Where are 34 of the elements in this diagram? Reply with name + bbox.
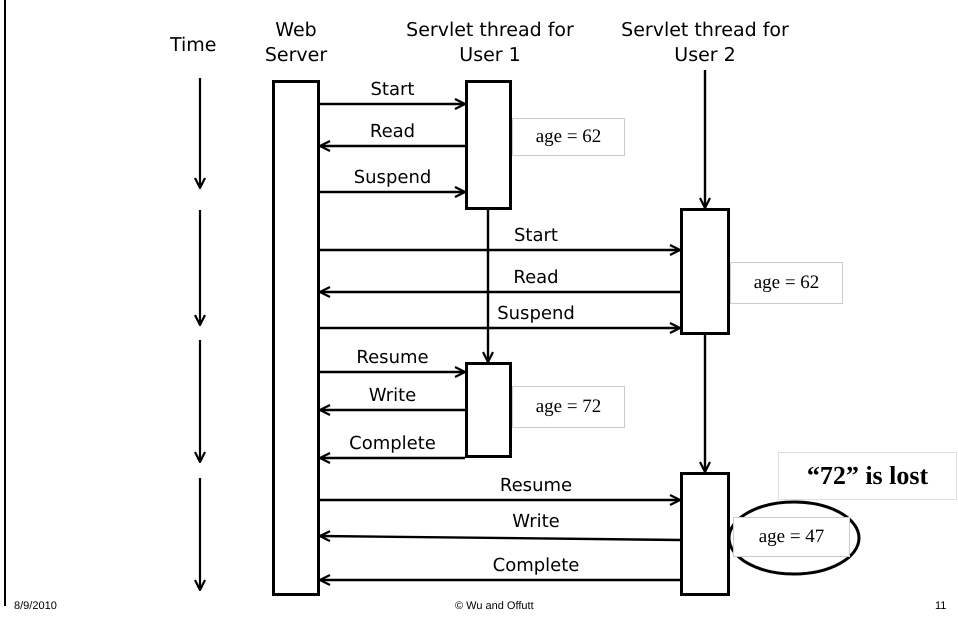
axis-label: Time (170, 34, 216, 56)
arrow (318, 404, 465, 416)
arrow (698, 335, 712, 474)
arrow (318, 530, 680, 542)
arrow (318, 286, 680, 298)
value-box: age = 62 (730, 262, 843, 304)
callout-box: “72” is lost (778, 452, 957, 500)
arrow (320, 244, 682, 256)
arrow (318, 140, 465, 152)
lifeline-heading: Servlet thread for User 2 (615, 18, 795, 70)
arrow (320, 186, 466, 198)
value-box: age = 72 (512, 386, 625, 428)
value-box: age = 47 (733, 517, 850, 557)
activation-bar (272, 80, 320, 596)
date-text: 8/9/2010 (14, 600, 57, 612)
page-number: 11 (935, 600, 946, 612)
arrow (482, 210, 494, 364)
copyright-text: © Wu and Offutt (455, 600, 534, 612)
arrow (318, 452, 465, 464)
arrow (320, 366, 466, 378)
lifeline-heading: Web Server (264, 18, 328, 68)
arrow (320, 322, 682, 334)
activation-bar (465, 362, 512, 458)
activation-bar (465, 80, 512, 210)
activation-bar (680, 208, 730, 335)
value-box: age = 62 (512, 118, 625, 156)
arrow (698, 70, 712, 210)
lifeline-heading: Servlet thread for User 1 (405, 18, 575, 68)
activation-bar (680, 472, 730, 596)
edge-label: Complete (347, 433, 438, 455)
arrow (318, 574, 680, 586)
arrow (320, 98, 466, 110)
arrow (320, 494, 682, 506)
edge-label: Complete (490, 555, 582, 577)
